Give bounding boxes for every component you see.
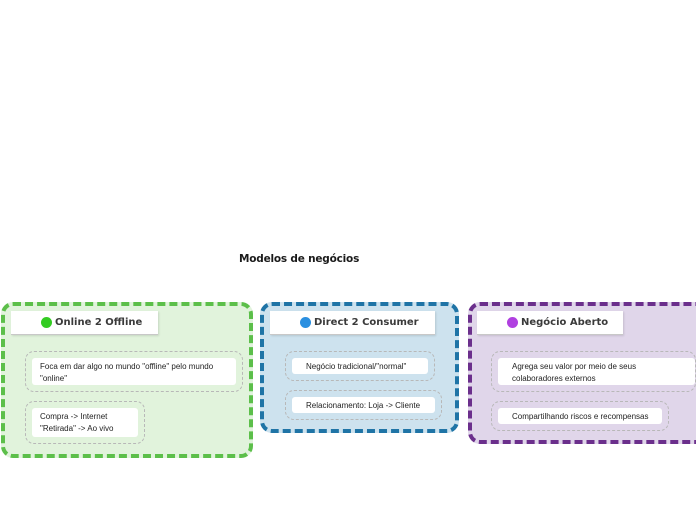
node-negocio-aberto-2[interactable]: Compartilhando riscos e recompensas [491, 401, 669, 431]
node-direct-2-consumer-2[interactable]: Relacionamento: Loja -> Cliente [285, 390, 442, 420]
group-label: Online 2 Offline [55, 317, 143, 328]
node-direct-2-consumer-1[interactable]: Negócio tradicional/"normal" [285, 351, 435, 381]
node-text: Compartilhando riscos e recompensas [498, 408, 662, 424]
node-text: Agrega seu valor por meio de seus colabo… [498, 358, 695, 385]
group-header-direct-2-consumer[interactable]: Direct 2 Consumer [270, 311, 435, 335]
group-label: Direct 2 Consumer [314, 317, 419, 328]
node-online-2-offline-2[interactable]: Compra -> Internet "Retirada" -> Ao vivo [25, 401, 145, 444]
node-text: Foca em dar algo no mundo "offline" pelo… [32, 358, 236, 385]
group-header-online-2-offline[interactable]: Online 2 Offline [11, 311, 158, 335]
diagram-title: Modelos de negócios [239, 253, 360, 265]
green-circle-icon [41, 317, 52, 328]
node-text: Relacionamento: Loja -> Cliente [292, 397, 435, 413]
group-label: Negócio Aberto [521, 317, 609, 328]
node-negocio-aberto-1[interactable]: Agrega seu valor por meio de seus colabo… [491, 351, 696, 392]
node-online-2-offline-1[interactable]: Foca em dar algo no mundo "offline" pelo… [25, 351, 243, 392]
purple-circle-icon [507, 317, 518, 328]
blue-circle-icon [300, 317, 311, 328]
node-text: Negócio tradicional/"normal" [292, 358, 428, 374]
group-header-negocio-aberto[interactable]: Negócio Aberto [477, 311, 623, 335]
node-text: Compra -> Internet "Retirada" -> Ao vivo [32, 408, 138, 437]
